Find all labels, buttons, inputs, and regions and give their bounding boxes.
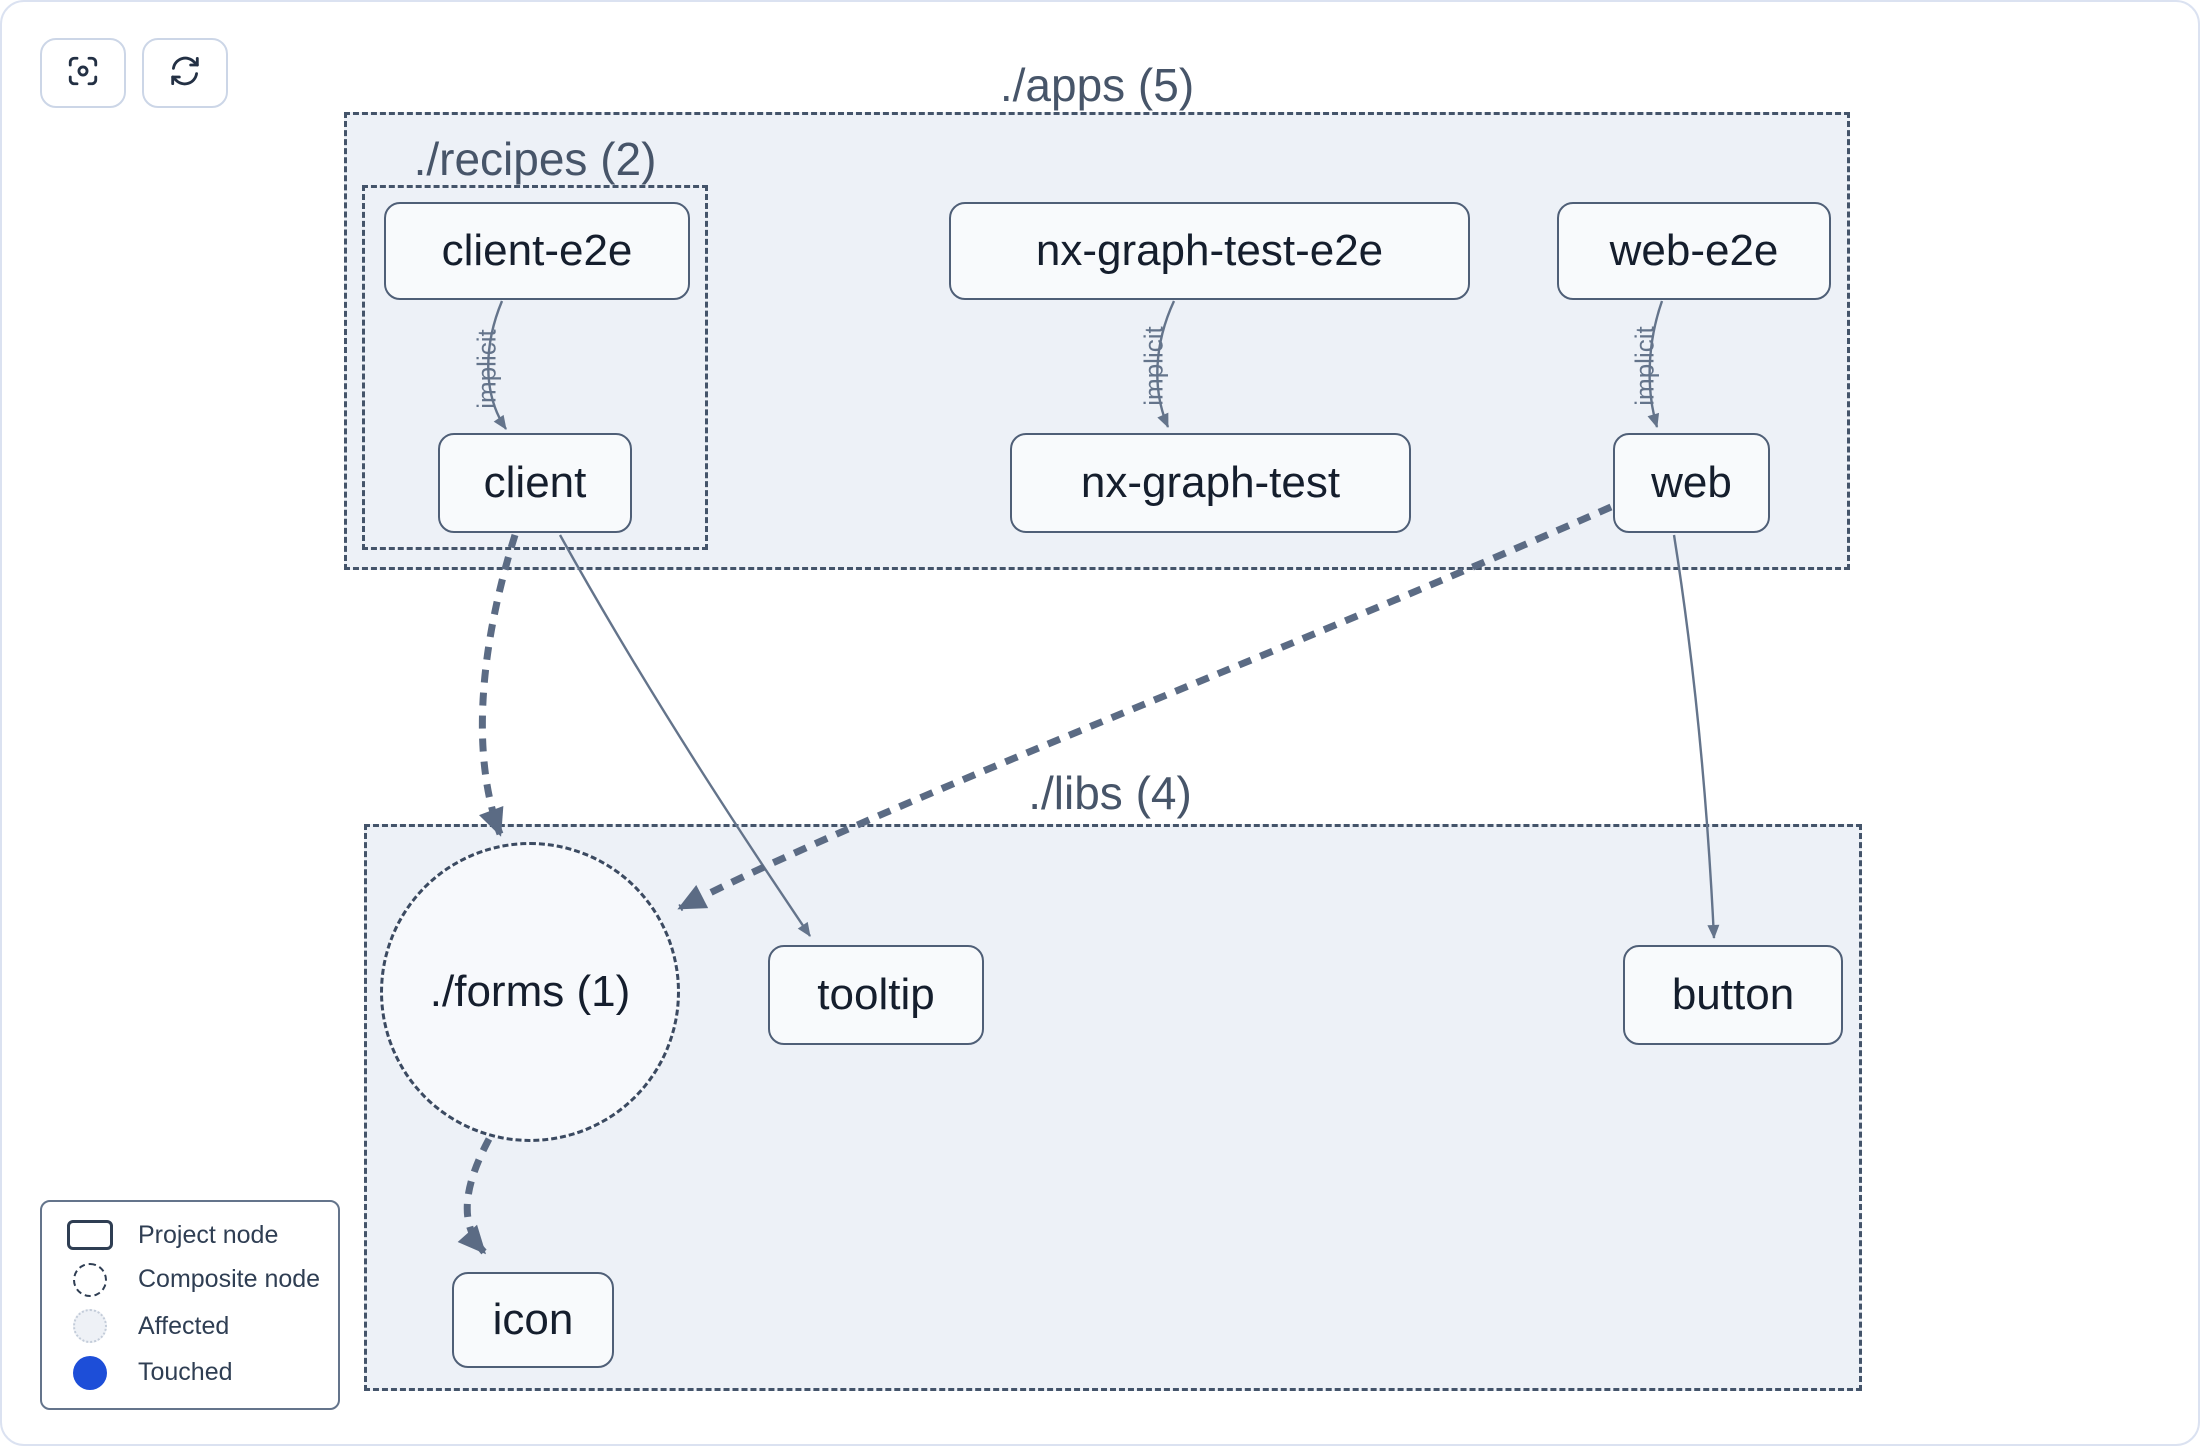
edge-web-e2e-to-web — [1647, 300, 1664, 428]
legend: Project node Composite node Affected Tou… — [40, 1200, 340, 1410]
legend-label: Project node — [138, 1220, 279, 1249]
legend-item-project-node: Project node — [42, 1220, 338, 1251]
edge-client-e2e-to-client — [487, 300, 507, 430]
project-node-swatch-icon — [67, 1220, 113, 1251]
edge-label-implicit: implicit — [1138, 326, 1169, 406]
edge-web-to-button — [1672, 534, 1720, 939]
focus-reset-button[interactable] — [40, 38, 126, 108]
edge-web-to-forms — [677, 503, 1613, 912]
toolbar — [40, 38, 228, 108]
project-node-nx-graph-test[interactable]: nx-graph-test — [1010, 433, 1411, 533]
focus-icon — [65, 53, 101, 94]
project-node-icon[interactable]: icon — [452, 1272, 614, 1368]
legend-item-touched: Touched — [42, 1355, 338, 1390]
edge-client-to-forms — [478, 533, 519, 837]
edge-client-to-tooltip — [558, 534, 811, 937]
legend-item-affected: Affected — [42, 1309, 338, 1344]
legend-label: Affected — [138, 1311, 230, 1340]
project-node-nx-graph-test-e2e[interactable]: nx-graph-test-e2e — [949, 202, 1470, 300]
project-node-button[interactable]: button — [1623, 945, 1843, 1045]
project-node-client[interactable]: client — [438, 433, 632, 533]
edge-label-implicit: implicit — [1629, 326, 1660, 406]
project-node-web-e2e[interactable]: web-e2e — [1557, 202, 1831, 300]
touched-swatch-icon — [73, 1355, 107, 1390]
refresh-button[interactable] — [142, 38, 228, 108]
composite-node-swatch-icon — [73, 1262, 107, 1297]
group-container-recipes — [362, 185, 708, 550]
refresh-icon — [167, 53, 203, 94]
group-title-libs: ./libs (4) — [1028, 767, 1192, 819]
edge-forms-to-icon — [457, 1137, 493, 1255]
edge-nx-graph-test-e2e-to-nx-graph-test — [1156, 300, 1176, 428]
legend-label: Composite node — [138, 1265, 321, 1294]
edge-label-implicit: implicit — [471, 329, 502, 409]
affected-swatch-icon — [73, 1309, 107, 1344]
project-node-client-e2e[interactable]: client-e2e — [384, 202, 690, 300]
project-node-tooltip[interactable]: tooltip — [768, 945, 984, 1045]
group-title-apps: ./apps (5) — [999, 59, 1195, 111]
group-title-recipes: ./recipes (2) — [413, 133, 657, 185]
composite-node-forms[interactable]: ./forms (1) — [380, 842, 680, 1142]
project-node-web[interactable]: web — [1613, 433, 1770, 533]
legend-label: Touched — [138, 1358, 233, 1387]
legend-item-composite-node: Composite node — [42, 1262, 338, 1297]
